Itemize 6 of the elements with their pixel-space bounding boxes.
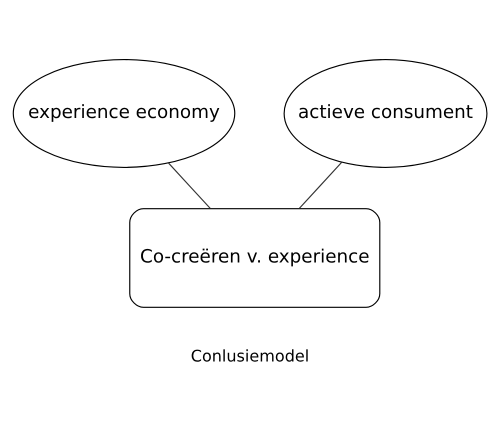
node-ellipse: experience economy (12, 59, 236, 168)
connector (168, 162, 211, 209)
node-ellipse: actieve consument (284, 59, 488, 168)
node-box: Co-creëren v. experience (129, 208, 380, 308)
connector (298, 162, 342, 209)
caption: Conlusiemodel (190, 346, 310, 366)
